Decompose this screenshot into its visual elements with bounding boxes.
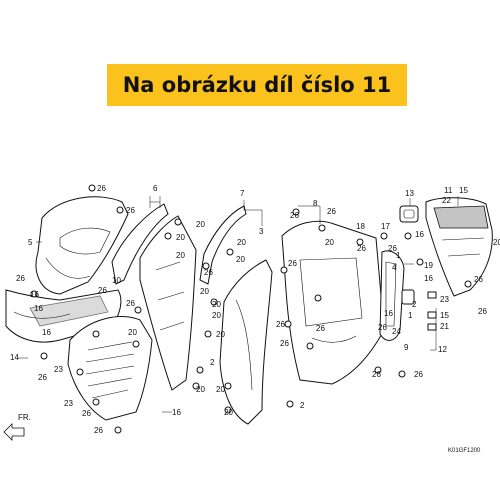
diagram-code: K01GF1200	[448, 448, 481, 454]
label-20: 20	[128, 328, 137, 337]
clip-bracket-part	[401, 289, 437, 331]
inner-side-trim-part	[139, 215, 197, 391]
label-17: 17	[381, 222, 390, 231]
label-26: 26	[98, 286, 107, 295]
label-18: 18	[356, 222, 365, 231]
label-26: 26	[204, 268, 213, 277]
label-26: 26	[478, 307, 487, 316]
side-strip-part	[111, 203, 169, 285]
front-direction-arrow: FR.	[3, 413, 31, 441]
label-23: 16	[424, 274, 433, 283]
label-1: 14	[10, 353, 19, 362]
front-inner-panel-part	[67, 316, 153, 421]
label-20: 20	[196, 385, 205, 394]
label-10: 2	[412, 300, 417, 309]
label-26: 26	[126, 206, 135, 215]
label-20: 20	[176, 233, 185, 242]
label-23: 16	[34, 304, 43, 313]
label-26: 26	[414, 370, 423, 379]
label-20: 20	[237, 238, 246, 247]
label-23: 16	[415, 230, 424, 239]
label-26: 26	[94, 426, 103, 435]
label-20: 20	[224, 408, 233, 417]
label-8: 8	[313, 199, 318, 208]
label-20: 20	[236, 255, 245, 264]
label-20: 20	[216, 330, 225, 339]
label-20: 20	[216, 385, 225, 394]
label-23: 16	[384, 309, 393, 318]
label-9: 12	[438, 345, 447, 354]
label-20: 20	[212, 300, 221, 309]
label-23: 16	[30, 290, 39, 299]
label-4: 16	[172, 408, 181, 417]
label-26: 26	[316, 324, 325, 333]
label-11: 11	[444, 186, 453, 195]
label-27: 9	[404, 343, 409, 352]
right-side-cover-part	[425, 197, 493, 297]
label-26: 26	[38, 373, 47, 382]
label-24: 2	[210, 358, 215, 367]
label-26: 26	[82, 409, 91, 418]
lid-frame-part	[379, 250, 405, 341]
label-3: 3	[259, 227, 264, 236]
label-12: 4	[392, 263, 397, 272]
label-20: 20	[325, 238, 334, 247]
label-26: 26	[378, 323, 387, 332]
label-13: 13	[405, 189, 414, 198]
label-26: 26	[372, 370, 381, 379]
label-19: 23	[64, 399, 73, 408]
center-lower-panel-part	[219, 259, 273, 425]
label-21: 1	[408, 311, 413, 320]
label-28: 24	[392, 327, 401, 336]
label-20: 20	[196, 220, 205, 229]
label-26: 26	[290, 211, 299, 220]
label-16: 21	[440, 322, 449, 331]
label-22: 22	[442, 196, 451, 205]
label-7: 7	[240, 189, 245, 198]
label-20: 20	[176, 251, 185, 260]
label-26: 26	[474, 275, 483, 284]
orientation-label: FR.	[18, 413, 31, 422]
label-21: 1	[396, 251, 401, 260]
label-15: 15	[459, 186, 468, 195]
label-26: 26	[327, 207, 336, 216]
label-6: 6	[153, 184, 158, 193]
label-19: 23	[54, 365, 63, 374]
label-26: 26	[357, 244, 366, 253]
small-cap-part	[399, 205, 419, 223]
leader-lines	[18, 196, 459, 413]
label-26: 26	[97, 184, 106, 193]
label-26: 26	[280, 339, 289, 348]
label-26: 26	[388, 244, 397, 253]
label-20: 20	[493, 238, 500, 247]
banner-text: Na obrázku díl číslo 11	[122, 73, 392, 97]
label-26: 26	[16, 274, 25, 283]
thin-molding-part	[199, 205, 247, 285]
label-26: 26	[288, 259, 297, 268]
highlight-banner: Na obrázku díl číslo 11	[107, 64, 407, 106]
label-20: 20	[212, 311, 221, 320]
label-26: 26	[126, 299, 135, 308]
front-upper-cover-part	[35, 196, 129, 295]
inner-box-panel-part	[281, 220, 385, 385]
label-15: 15	[440, 311, 449, 320]
label-23: 16	[42, 328, 51, 337]
part-number-labels: 26 26 6 7 8 13 11 15 22 5 20 20 20 3 26 …	[10, 184, 500, 435]
label-24: 2	[300, 401, 305, 410]
fasteners-group	[30, 184, 472, 434]
label-25: 19	[424, 261, 433, 270]
label-2: 10	[112, 276, 121, 285]
label-20: 20	[200, 287, 209, 296]
label-26: 26	[276, 320, 285, 329]
label-5: 5	[28, 238, 33, 247]
label-14: 23	[440, 295, 449, 304]
